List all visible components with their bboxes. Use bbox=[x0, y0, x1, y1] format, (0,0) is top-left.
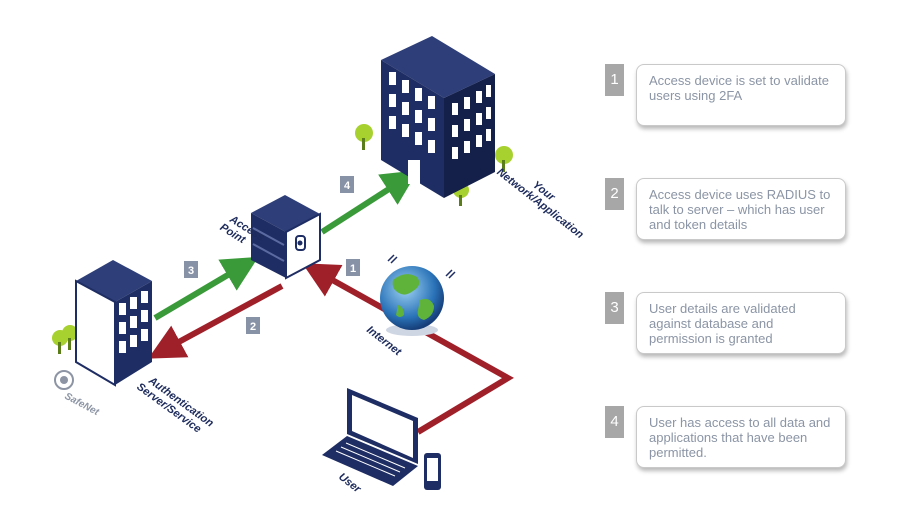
safenet-logo: SafeNet bbox=[54, 370, 102, 419]
badge-2: 2 bbox=[246, 317, 260, 334]
svg-text:1: 1 bbox=[350, 263, 356, 275]
globe-icon bbox=[380, 254, 456, 336]
svg-text:3: 3 bbox=[188, 265, 194, 277]
arrow-3-green bbox=[153, 256, 259, 321]
svg-text:SafeNet: SafeNet bbox=[63, 391, 102, 419]
laptop-icon bbox=[322, 388, 418, 486]
phone-icon bbox=[424, 453, 441, 490]
step-text: User has access to all data and applicat… bbox=[636, 406, 846, 468]
badge-4: 4 bbox=[340, 176, 354, 193]
step-text: Access device uses RADIUS to talk to ser… bbox=[636, 178, 846, 240]
step-3: 3 User details are validated against dat… bbox=[605, 292, 850, 356]
label-auth-server: Authentication Server/Service bbox=[134, 374, 215, 435]
badge-3: 3 bbox=[184, 261, 198, 278]
step-number: 4 bbox=[605, 406, 624, 438]
satellite-icon bbox=[387, 254, 456, 279]
badge-1: 1 bbox=[346, 259, 360, 276]
office-building-icon bbox=[355, 36, 513, 206]
arrows bbox=[148, 170, 514, 435]
svg-text:4: 4 bbox=[344, 180, 351, 192]
step-number: 2 bbox=[605, 178, 624, 210]
step-2: 2 Access device uses RADIUS to talk to s… bbox=[605, 178, 850, 242]
arrow-1-red bbox=[302, 263, 514, 435]
step-1: 1 Access device is set to validate users… bbox=[605, 64, 850, 128]
arrow-4-green bbox=[320, 170, 419, 235]
step-4: 4 User has access to all data and applic… bbox=[605, 406, 850, 470]
authentication-server-icon bbox=[52, 260, 152, 387]
tree-icon bbox=[52, 325, 78, 354]
label-user: User bbox=[336, 471, 363, 496]
step-number: 3 bbox=[605, 292, 624, 324]
step-number: 1 bbox=[605, 64, 624, 96]
svg-text:Network/Application: Network/Application bbox=[494, 166, 585, 241]
step-text: Access device is set to validate users u… bbox=[636, 64, 846, 126]
access-point-icon bbox=[251, 195, 321, 280]
label-network: Your Network/Application bbox=[494, 166, 585, 241]
svg-text:2: 2 bbox=[250, 321, 256, 333]
arrow-2-red bbox=[148, 283, 284, 359]
step-text: User details are validated against datab… bbox=[636, 292, 846, 354]
